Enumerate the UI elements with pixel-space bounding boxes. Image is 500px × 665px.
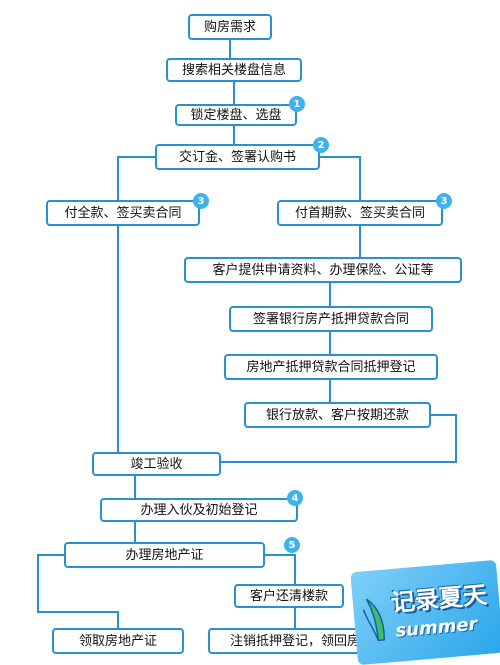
step-bank-contract: 签署银行房产抵押贷款合同	[229, 306, 433, 332]
step-acceptance: 竣工验收	[92, 452, 221, 476]
step-move-in: 办理入伙及初始登记	[100, 498, 298, 522]
step-label: 注销抵押登记，领回房产证	[229, 633, 386, 649]
badge-down-pay: 3	[436, 193, 452, 209]
step-certificate: 办理房地产证	[64, 542, 265, 568]
step-loan: 银行放款、客户按期还款	[244, 402, 431, 428]
step-deposit: 交订金、签署认购书	[155, 144, 320, 170]
sticker-title: 记录夏天	[389, 580, 488, 618]
badge-lock: 1	[289, 96, 305, 112]
step-label: 交订金、签署认购书	[178, 149, 296, 165]
step-label: 领取房地产证	[78, 633, 157, 649]
step-down-pay: 付首期款、签买卖合同	[277, 200, 443, 226]
badge-move-in: 4	[287, 490, 303, 506]
step-label: 办理入伙及初始登记	[140, 502, 258, 518]
step-search: 搜索相关楼盘信息	[166, 58, 302, 82]
step-label: 签署银行房产抵押贷款合同	[252, 311, 409, 327]
step-demand: 购房需求	[188, 14, 272, 40]
sticker-subtitle: summer	[394, 613, 479, 642]
step-label: 竣工验收	[130, 456, 183, 472]
step-label: 付全款、签买卖合同	[64, 205, 182, 221]
step-label: 搜索相关楼盘信息	[181, 62, 286, 78]
step-label: 购房需求	[203, 19, 256, 35]
step-label: 银行放款、客户按期还款	[265, 407, 409, 423]
step-mortgage-reg: 房地产抵押贷款合同抵押登记	[224, 354, 438, 380]
step-lock: 锁定楼盘、选盘	[175, 104, 297, 126]
step-full-pay: 付全款、签买卖合同	[46, 200, 200, 226]
step-docs: 客户提供申请资料、办理保险、公证等	[184, 257, 462, 283]
step-label: 付首期款、签买卖合同	[294, 205, 425, 221]
step-label: 房地产抵押贷款合同抵押登记	[246, 359, 416, 375]
step-label: 客户还清楼款	[249, 588, 328, 604]
step-label: 客户提供申请资料、办理保险、公证等	[212, 262, 434, 278]
step-repay: 客户还清楼款	[234, 584, 344, 608]
badge-certificate: 5	[284, 537, 300, 553]
step-label: 办理房地产证	[125, 547, 204, 563]
step-get-cert: 领取房地产证	[52, 628, 184, 654]
summer-sticker: 记录夏天 summer	[350, 559, 500, 665]
palm-leaf-icon	[362, 598, 385, 642]
badge-deposit: 2	[313, 137, 329, 153]
step-label: 锁定楼盘、选盘	[190, 107, 282, 123]
badge-full-pay: 3	[193, 193, 209, 209]
